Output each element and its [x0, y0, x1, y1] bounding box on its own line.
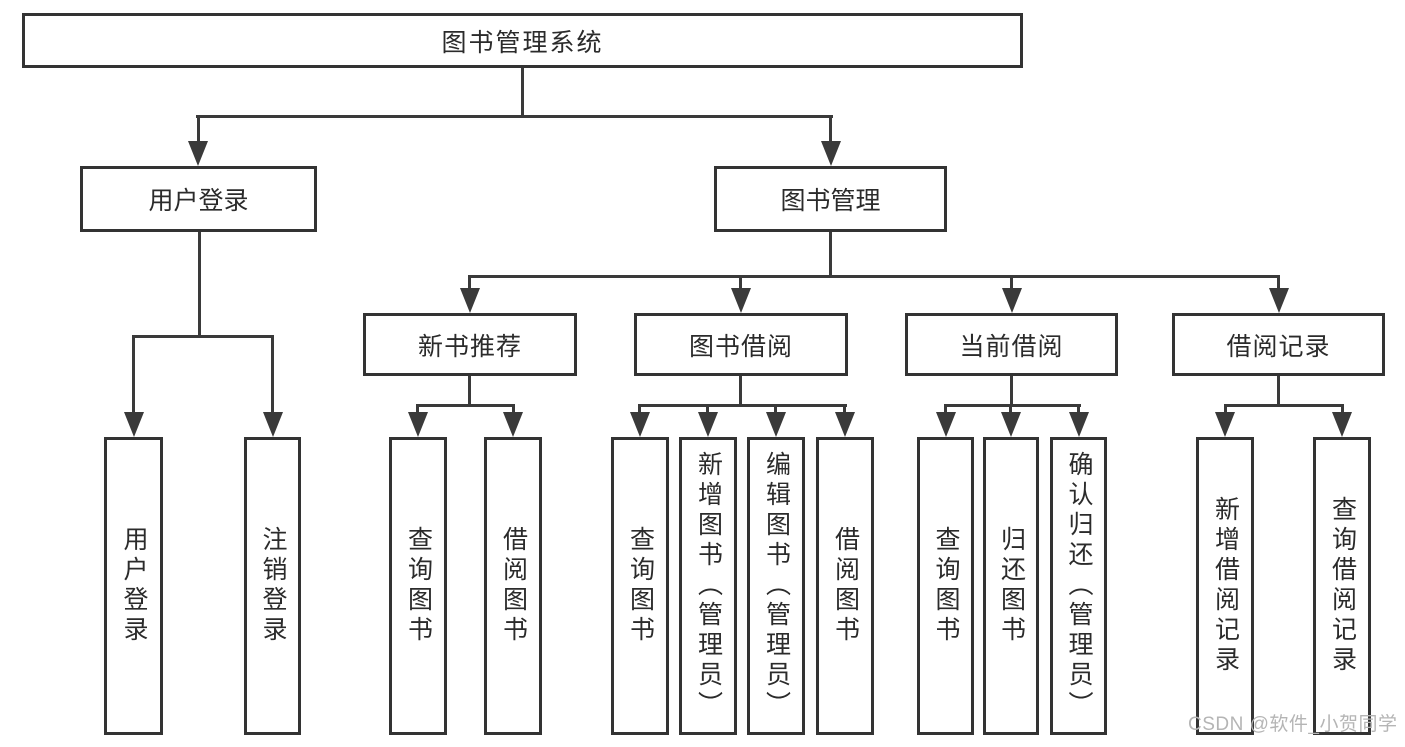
connector-book-mgmt-stem [829, 232, 832, 278]
connector-shaft-d1 [1224, 404, 1227, 416]
connector-shaft-c1 [944, 404, 947, 416]
connector-records-stem [1277, 376, 1280, 407]
leaf-add-borrow-record-label: 新增借阅记录 [1211, 496, 1240, 676]
node-current-borrowing: 当前借阅 [905, 313, 1118, 376]
arrowhead-b3 [766, 412, 786, 437]
connector-shaft-c3 [1077, 404, 1080, 416]
connector-root-branch [196, 115, 833, 118]
leaf-add-book-admin: 新增图书（管理员） [679, 437, 737, 735]
connector-shaft-recommend [468, 275, 471, 292]
arrowhead-user-login [188, 141, 208, 166]
arrowhead-records [1269, 288, 1289, 313]
connector-recommend-branch [416, 404, 515, 407]
arrowhead-b1 [630, 412, 650, 437]
leaf-query-books-current: 查询图书 [917, 437, 974, 735]
node-book-management: 图书管理 [714, 166, 947, 232]
connector-shaft-b2 [706, 404, 709, 416]
connector-borrow-branch [638, 404, 847, 407]
leaf-user-login-label: 用户登录 [120, 526, 148, 646]
leaf-query-books-recommend-label: 查询图书 [404, 526, 433, 646]
connector-shaft-a1 [416, 404, 419, 416]
connector-user-login-branch [132, 335, 274, 338]
connector-current-branch [944, 404, 1081, 407]
arrowhead-a2 [503, 412, 523, 437]
leaf-borrow-books-label: 借阅图书 [831, 526, 860, 646]
node-borrowing-records: 借阅记录 [1172, 313, 1385, 376]
arrowhead-c3 [1069, 412, 1089, 437]
arrowhead-leaf-logout [263, 412, 283, 437]
arrowhead-book-mgmt [821, 141, 841, 166]
connector-recommend-stem [468, 376, 471, 407]
leaf-query-books-recommend: 查询图书 [389, 437, 447, 735]
leaf-query-borrow-record-label: 查询借阅记录 [1328, 496, 1357, 676]
leaf-edit-book-admin-label: 编辑图书（管理员） [762, 451, 791, 721]
connector-current-stem [1010, 376, 1013, 407]
arrowhead-b4 [835, 412, 855, 437]
connector-shaft-b1 [638, 404, 641, 416]
arrowhead-c2 [1001, 412, 1021, 437]
arrowhead-borrow [731, 288, 751, 313]
leaf-query-books-current-label: 查询图书 [932, 526, 960, 646]
connector-root-stem [521, 68, 524, 117]
leaf-add-borrow-record: 新增借阅记录 [1196, 437, 1254, 735]
leaf-logout-label: 注销登录 [259, 526, 287, 646]
connector-shaft-leaf-logout [271, 335, 274, 416]
leaf-confirm-return-admin-label: 确认归还（管理员） [1065, 451, 1093, 721]
node-user-login: 用户登录 [80, 166, 317, 232]
connector-book-mgmt-branch [468, 275, 1280, 278]
connector-shaft-user-login [197, 115, 200, 144]
arrowhead-d1 [1215, 412, 1235, 437]
leaf-query-books-borrow: 查询图书 [611, 437, 669, 735]
node-new-book-recommendation: 新书推荐 [363, 313, 577, 376]
node-root-system: 图书管理系统 [22, 13, 1023, 68]
csdn-watermark: CSDN @软件_小贺同学 [1188, 714, 1398, 735]
arrowhead-c1 [936, 412, 956, 437]
leaf-add-book-admin-label: 新增图书（管理员） [694, 451, 723, 721]
arrowhead-b2 [698, 412, 718, 437]
leaf-query-books-borrow-label: 查询图书 [626, 526, 655, 646]
connector-shaft-borrow [739, 275, 742, 292]
connector-shaft-leaf-user-login [132, 335, 135, 416]
connector-records-branch [1224, 404, 1344, 407]
leaf-return-books: 归还图书 [983, 437, 1039, 735]
arrowhead-a1 [408, 412, 428, 437]
arrowhead-d2 [1332, 412, 1352, 437]
leaf-user-login: 用户登录 [104, 437, 163, 735]
leaf-return-books-label: 归还图书 [997, 526, 1026, 646]
arrowhead-recommend [460, 288, 480, 313]
connector-shaft-book-mgmt [829, 115, 832, 144]
arrowhead-leaf-user-login [124, 412, 144, 437]
connector-shaft-a2 [512, 404, 515, 416]
connector-shaft-records [1277, 275, 1280, 292]
connector-borrow-stem [739, 376, 742, 407]
node-book-borrowing: 图书借阅 [634, 313, 848, 376]
connector-shaft-c2 [1009, 404, 1012, 416]
connector-shaft-d2 [1341, 404, 1344, 416]
leaf-borrow-books-recommend: 借阅图书 [484, 437, 542, 735]
arrowhead-current [1002, 288, 1022, 313]
leaf-borrow-books: 借阅图书 [816, 437, 874, 735]
connector-shaft-b4 [843, 404, 846, 416]
connector-user-login-stem [198, 232, 201, 338]
leaf-logout: 注销登录 [244, 437, 301, 735]
leaf-edit-book-admin: 编辑图书（管理员） [747, 437, 805, 735]
connector-shaft-b3 [774, 404, 777, 416]
leaf-confirm-return-admin: 确认归还（管理员） [1050, 437, 1107, 735]
leaf-borrow-books-recommend-label: 借阅图书 [499, 526, 528, 646]
leaf-query-borrow-record: 查询借阅记录 [1313, 437, 1371, 735]
connector-shaft-current [1010, 275, 1013, 292]
